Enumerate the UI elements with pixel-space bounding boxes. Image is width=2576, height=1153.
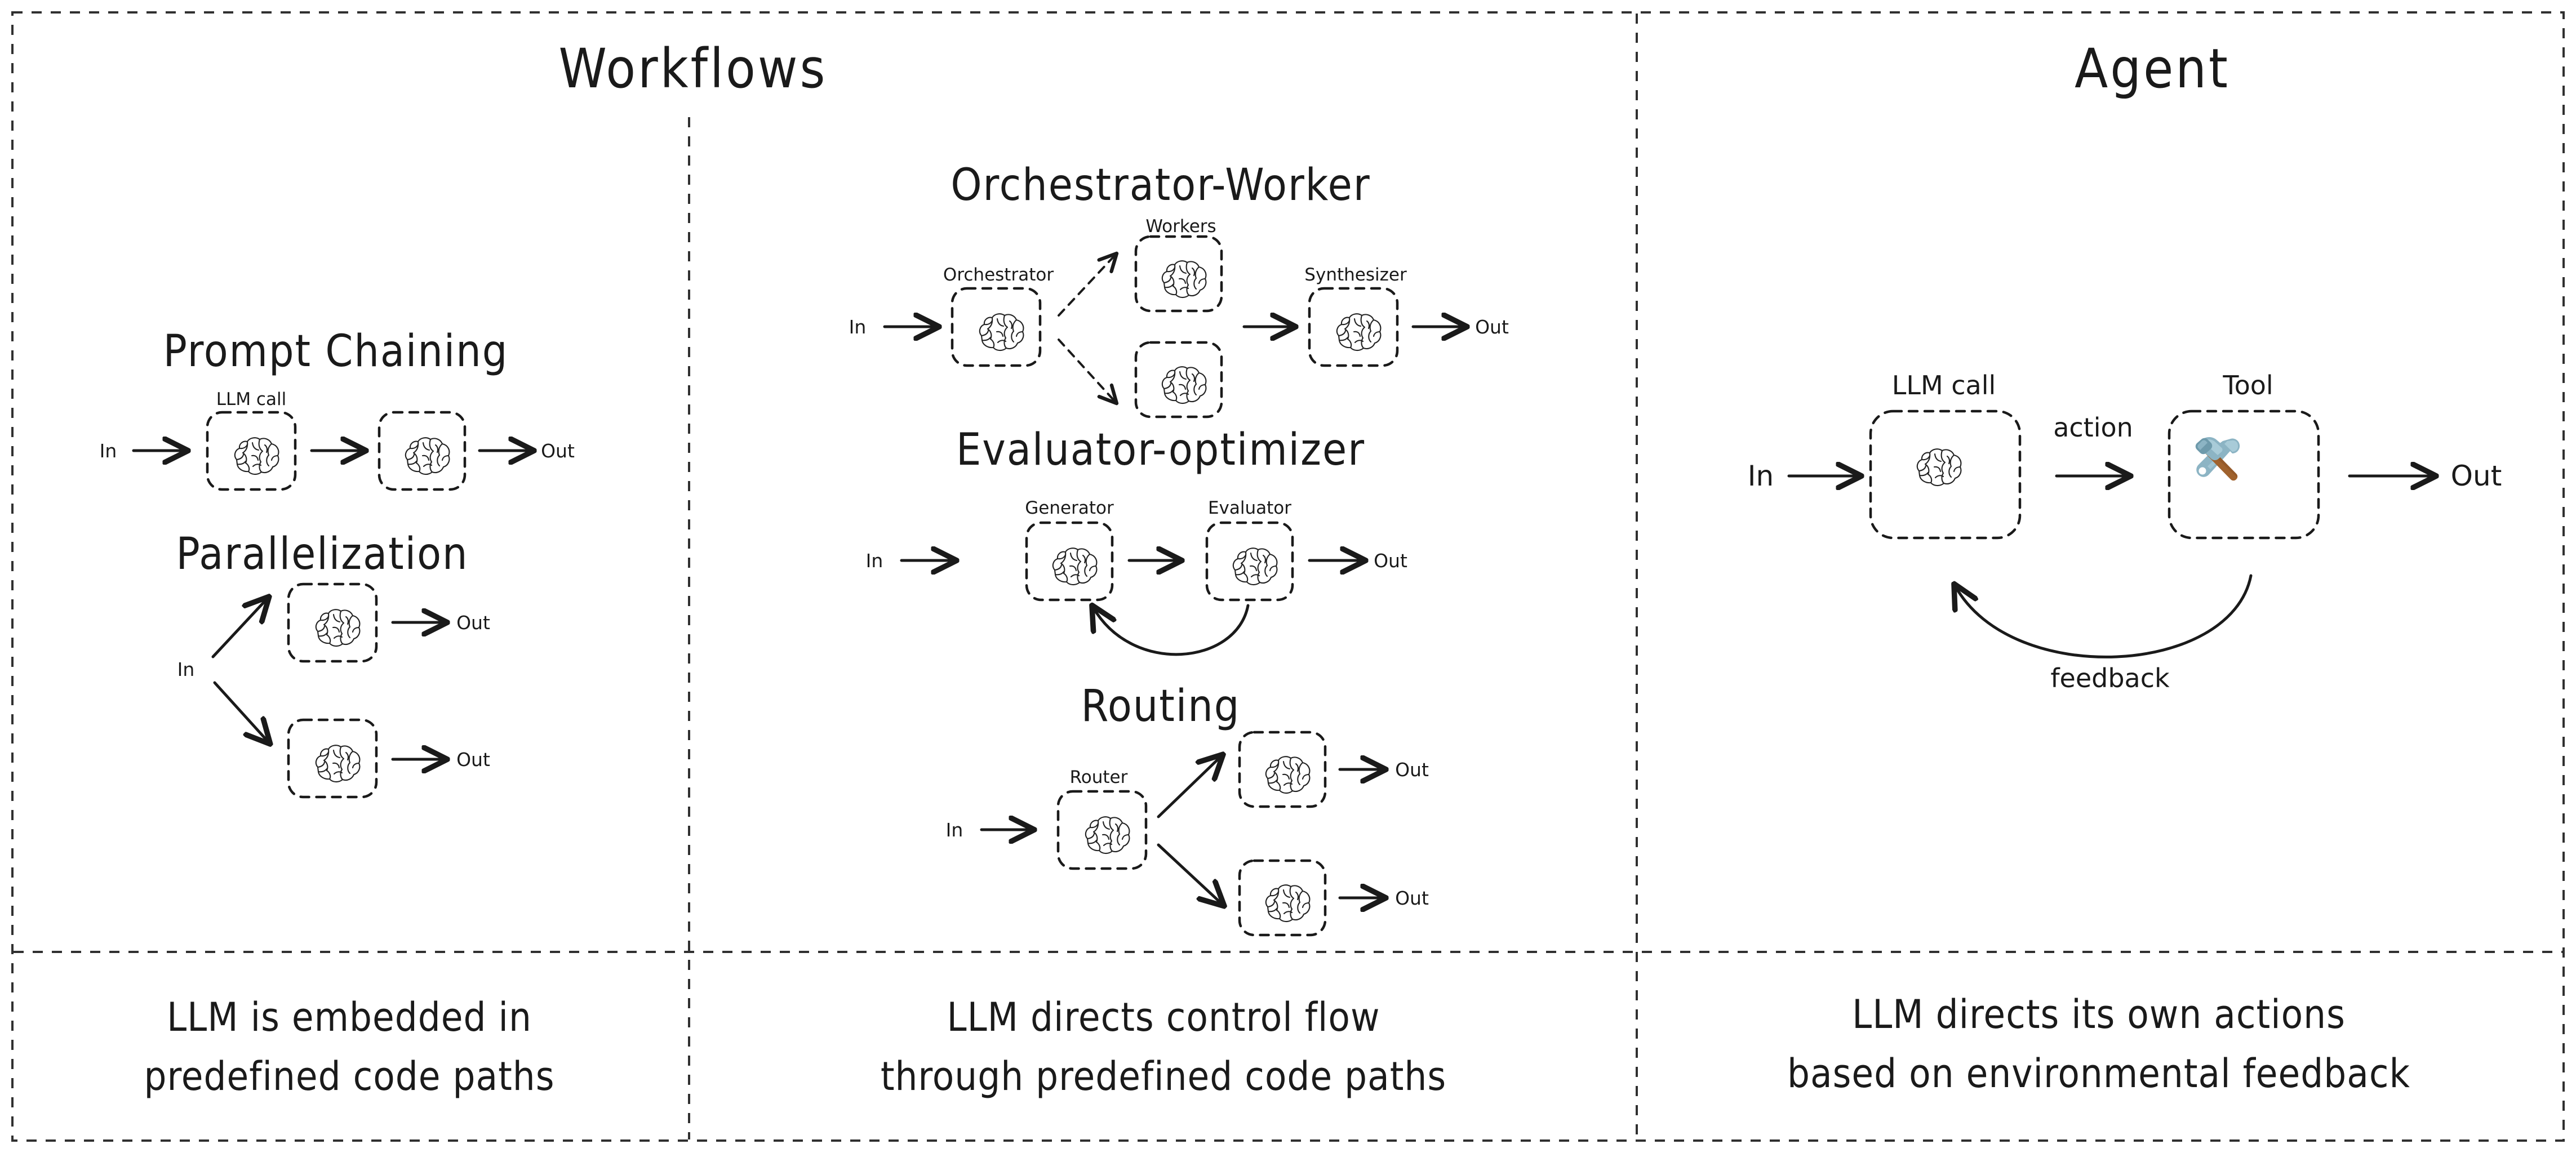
orchestrator-worker-diagram <box>883 235 1465 419</box>
worker-node-top <box>1134 235 1223 313</box>
label-in-orchestrator: In <box>849 316 867 338</box>
label-out-agent: Out <box>2451 460 2502 492</box>
label-router: Router <box>1070 767 1128 787</box>
routing-diagram <box>980 731 1384 937</box>
label-out-routing-bottom: Out <box>1395 887 1429 909</box>
label-in-parallelization: In <box>177 658 195 680</box>
label-generator: Generator <box>1025 498 1114 518</box>
router-node <box>1056 790 1148 870</box>
label-orchestrator: Orchestrator <box>943 265 1054 285</box>
arrow-router-to-target-bottom <box>1157 843 1223 905</box>
llm-call-node-2 <box>377 411 467 491</box>
title-prompt-chaining: Prompt Chaining <box>163 326 509 377</box>
label-agent-feedback: feedback <box>2050 663 2170 693</box>
header-agent: Agent <box>2075 37 2230 100</box>
synthesizer-node <box>1308 287 1399 367</box>
label-llm-call: LLM call <box>216 389 286 409</box>
label-out-routing-top: Out <box>1395 759 1429 781</box>
label-out-prompt-chaining: Out <box>541 440 575 462</box>
routing-target-node-bottom <box>1238 859 1327 937</box>
label-in-evaluator: In <box>866 550 883 572</box>
parallel-node-bottom <box>287 718 378 799</box>
header-workflows: Workflows <box>559 37 828 100</box>
label-in-routing: In <box>946 819 963 841</box>
routing-target-node-top <box>1238 731 1327 808</box>
agent-llm-call-node <box>1869 409 2022 540</box>
generator-node <box>1025 521 1114 602</box>
label-in-agent: In <box>1748 460 1774 492</box>
label-out-orchestrator: Out <box>1475 316 1509 338</box>
label-out-parallelization-bottom: Out <box>456 749 490 771</box>
label-agent-tool: Tool <box>2222 370 2273 400</box>
evaluator-node <box>1205 521 1294 602</box>
label-out-parallelization-top: Out <box>456 612 490 634</box>
caption-col1-line2: predefined code paths <box>144 1053 554 1099</box>
arrow-orchestrator-to-worker-bottom <box>1058 339 1116 402</box>
parallelization-diagram <box>211 582 445 799</box>
label-in-prompt-chaining: In <box>100 440 117 462</box>
caption-col1-line1: LLM is embedded in <box>167 994 532 1040</box>
caption-col3-line1: LLM directs its own actions <box>1852 991 2346 1038</box>
caption-col2-line2: through predefined code paths <box>881 1053 1446 1099</box>
arrow-feedback-tool-to-llm <box>1955 574 2253 658</box>
worker-node-bottom <box>1134 341 1223 419</box>
orchestrator-node <box>951 287 1042 367</box>
label-out-evaluator: Out <box>1374 550 1407 572</box>
arrow-in-to-branch-bottom <box>213 681 269 742</box>
llm-call-node-1 <box>206 411 297 491</box>
evaluator-optimizer-diagram <box>900 521 1363 656</box>
label-evaluator: Evaluator <box>1208 498 1291 518</box>
label-agent-action: action <box>2053 412 2133 443</box>
agent-tool-node <box>2168 409 2320 540</box>
parallel-node-top <box>287 582 378 663</box>
arrow-orchestrator-to-worker-top <box>1058 255 1116 317</box>
caption-col2-line1: LLM directs control flow <box>947 994 1380 1040</box>
label-agent-llm-call: LLM call <box>1892 370 1996 400</box>
agent-diagram <box>1787 409 2434 658</box>
prompt-chaining-diagram <box>132 411 532 491</box>
arrow-in-to-branch-top <box>211 598 268 658</box>
arrow-router-to-target-top <box>1157 756 1222 818</box>
title-parallelization: Parallelization <box>176 529 468 580</box>
title-evaluator-optimizer: Evaluator-optimizer <box>956 425 1365 475</box>
title-orchestrator-worker: Orchestrator-Worker <box>951 160 1370 211</box>
caption-col3-line2: based on environmental feedback <box>1787 1050 2410 1097</box>
arrow-feedback-loop <box>1093 606 1250 656</box>
title-routing: Routing <box>1081 681 1241 732</box>
label-synthesizer: Synthesizer <box>1304 265 1407 285</box>
label-workers: Workers <box>1145 216 1216 237</box>
